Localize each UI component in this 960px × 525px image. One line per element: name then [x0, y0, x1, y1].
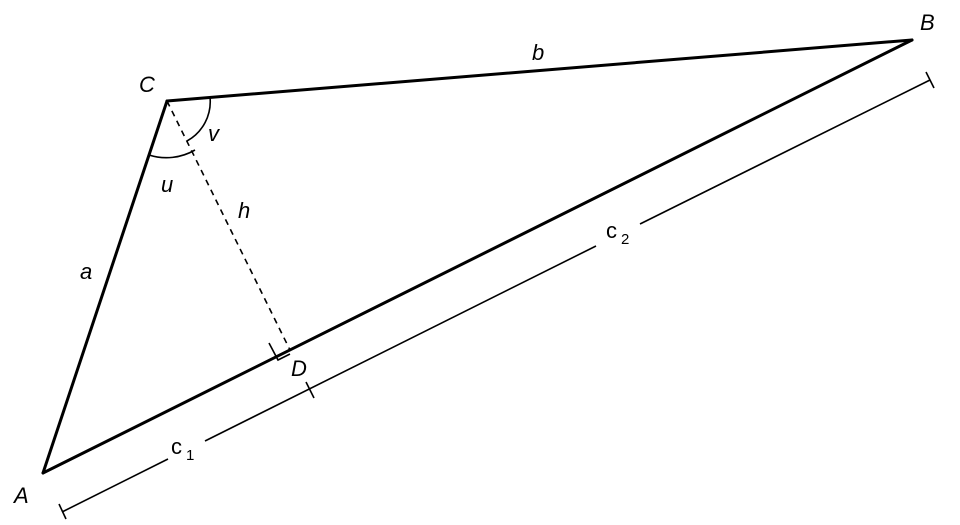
- foot-d-label: D: [291, 356, 307, 381]
- segment-c1-base: c: [171, 434, 182, 459]
- segment-c2-base: c: [606, 218, 617, 243]
- angle-u-arc: [148, 149, 196, 159]
- dimension-c1-left: [61, 458, 169, 513]
- vertex-b-label: B: [920, 10, 935, 35]
- side-b-line: [165, 38, 914, 103]
- side-c-line: [41, 38, 914, 475]
- side-b-label: b: [532, 40, 544, 65]
- angle-u-label: u: [161, 172, 173, 197]
- angle-v-arc: [186, 96, 212, 142]
- vertex-c-label: C: [139, 72, 155, 97]
- right-angle-marker: [268, 342, 291, 362]
- height-h-line: [166, 100, 291, 351]
- angle-v-label: v: [208, 121, 221, 146]
- side-a-label: a: [80, 259, 92, 284]
- segment-c1-subscript: 1: [186, 447, 194, 464]
- height-h-label: h: [238, 198, 250, 223]
- dimension-c2-right: [639, 79, 931, 225]
- dimension-tick-start: [58, 503, 67, 520]
- segment-c2-label: c 2: [606, 218, 629, 248]
- segment-c2-subscript: 2: [621, 231, 629, 248]
- vertex-a-label: A: [12, 483, 29, 508]
- dimension-c-middle: [204, 245, 597, 442]
- segment-c1-label: c 1: [171, 434, 194, 464]
- dimension-tick-d: [305, 381, 315, 399]
- dimension-tick-end: [925, 71, 935, 89]
- side-a-line: [41, 99, 169, 475]
